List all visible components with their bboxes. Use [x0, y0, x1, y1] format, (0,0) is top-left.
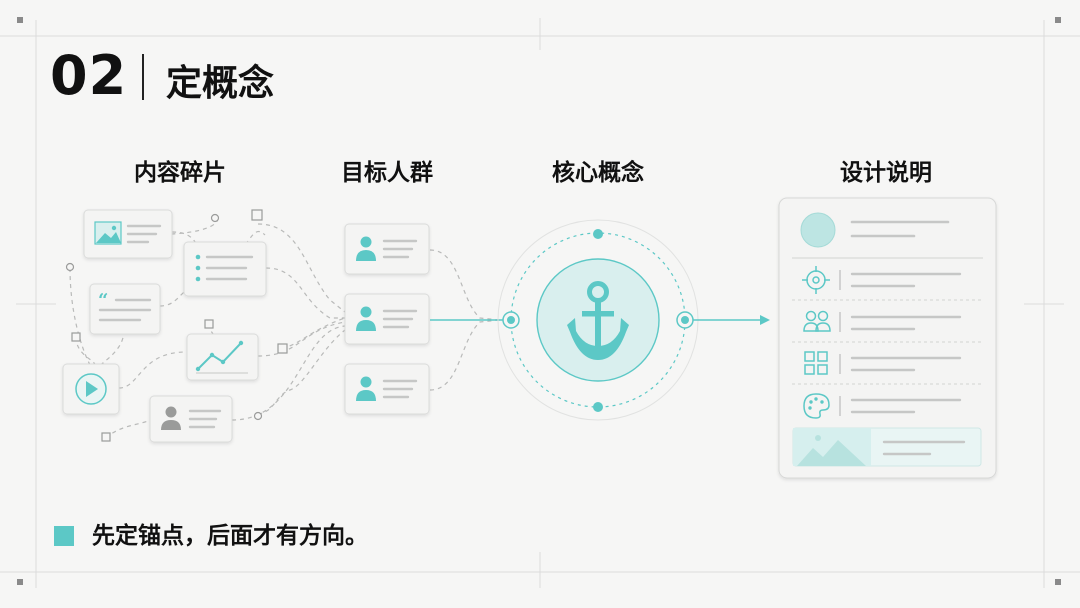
image-icon — [94, 221, 122, 245]
palette-icon — [803, 393, 830, 419]
connector-nodes — [65, 209, 288, 442]
ring-node-right — [676, 311, 694, 329]
footer-bullet-square — [54, 526, 74, 546]
landscape-image-icon — [792, 427, 982, 467]
fragment-card-chart — [186, 333, 259, 381]
page-title: 定概念 — [166, 63, 275, 104]
user-icon-grey — [161, 406, 181, 430]
play-icon — [75, 373, 107, 405]
quote-icon: “ — [98, 290, 108, 311]
user-icon — [356, 236, 376, 261]
arrowhead — [760, 315, 770, 325]
ring-node-bottom — [593, 402, 603, 412]
ring-node-top — [593, 229, 603, 239]
target-icon — [802, 266, 830, 294]
section-number: 02 — [50, 44, 128, 107]
anchor-icon — [567, 281, 629, 360]
chart-icon — [195, 340, 248, 374]
ring-node-left — [502, 311, 520, 329]
column-title-audience: 目标人群 — [341, 160, 433, 186]
list-icon — [195, 254, 201, 282]
column-title-core: 核心概念 — [552, 160, 644, 186]
column-title-fragments: 内容碎片 — [134, 160, 226, 186]
footer-note: 先定锚点，后面才有方向。 — [92, 523, 368, 549]
design-panel — [778, 197, 997, 479]
title-divider — [142, 54, 144, 100]
column-title-design: 设计说明 — [840, 160, 932, 186]
user-icon — [356, 306, 376, 331]
users-icon — [803, 310, 831, 332]
avatar-circle — [800, 212, 836, 248]
grid-icon — [804, 351, 828, 375]
user-icon — [356, 376, 376, 401]
